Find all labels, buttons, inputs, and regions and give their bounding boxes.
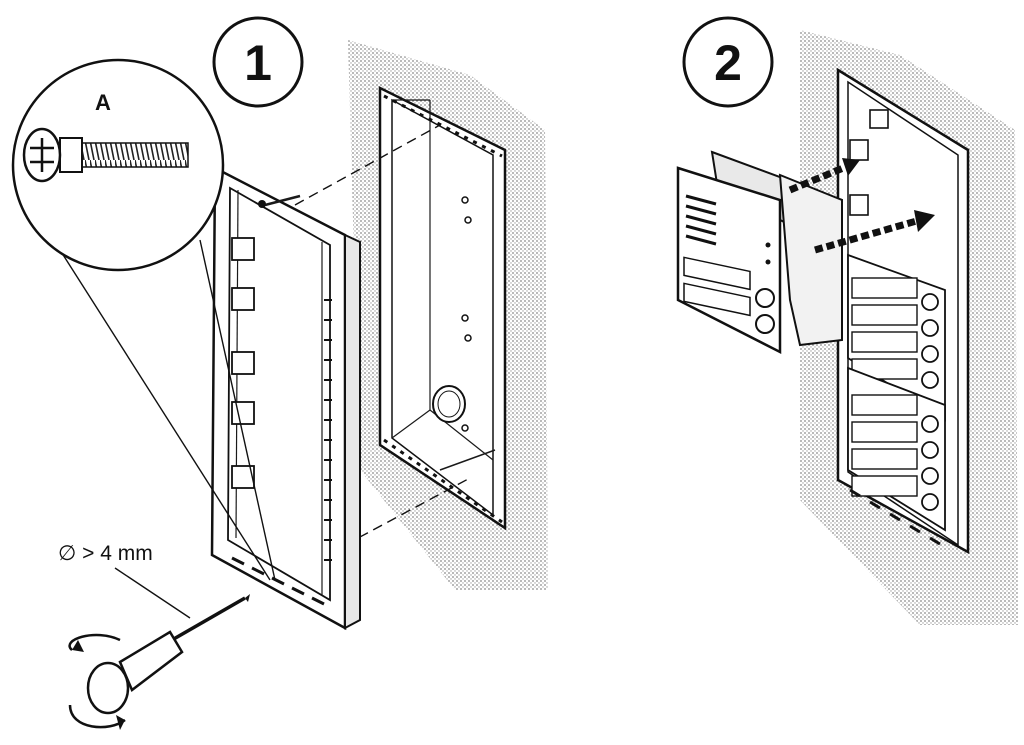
callout-letter: A: [95, 90, 111, 115]
button-module-lower: [847, 366, 946, 532]
step-2-badge: 2: [682, 16, 774, 108]
mounting-frame: [210, 165, 361, 631]
door-panel-frame: [836, 67, 970, 555]
audio-module: [676, 150, 843, 355]
step-1-badge: 1: [212, 16, 304, 108]
screw-callout: A: [11, 58, 276, 581]
step-2-group: 2: [676, 16, 1018, 625]
alignment-lines-1: [294, 124, 471, 546]
step-1-group: 1: [11, 16, 548, 730]
step-1-number: 1: [244, 35, 272, 91]
insertion-arrows: [788, 158, 935, 254]
screwdriver-diameter-label: ∅ > 4 mm: [58, 542, 153, 565]
screwdriver-icon: ∅ > 4 mm: [58, 542, 250, 730]
screw-icon: [22, 127, 189, 183]
back-box: [378, 85, 507, 531]
step-2-number: 2: [714, 35, 742, 91]
button-module-upper: [847, 253, 946, 422]
speaker-grille-icon: [685, 194, 717, 246]
